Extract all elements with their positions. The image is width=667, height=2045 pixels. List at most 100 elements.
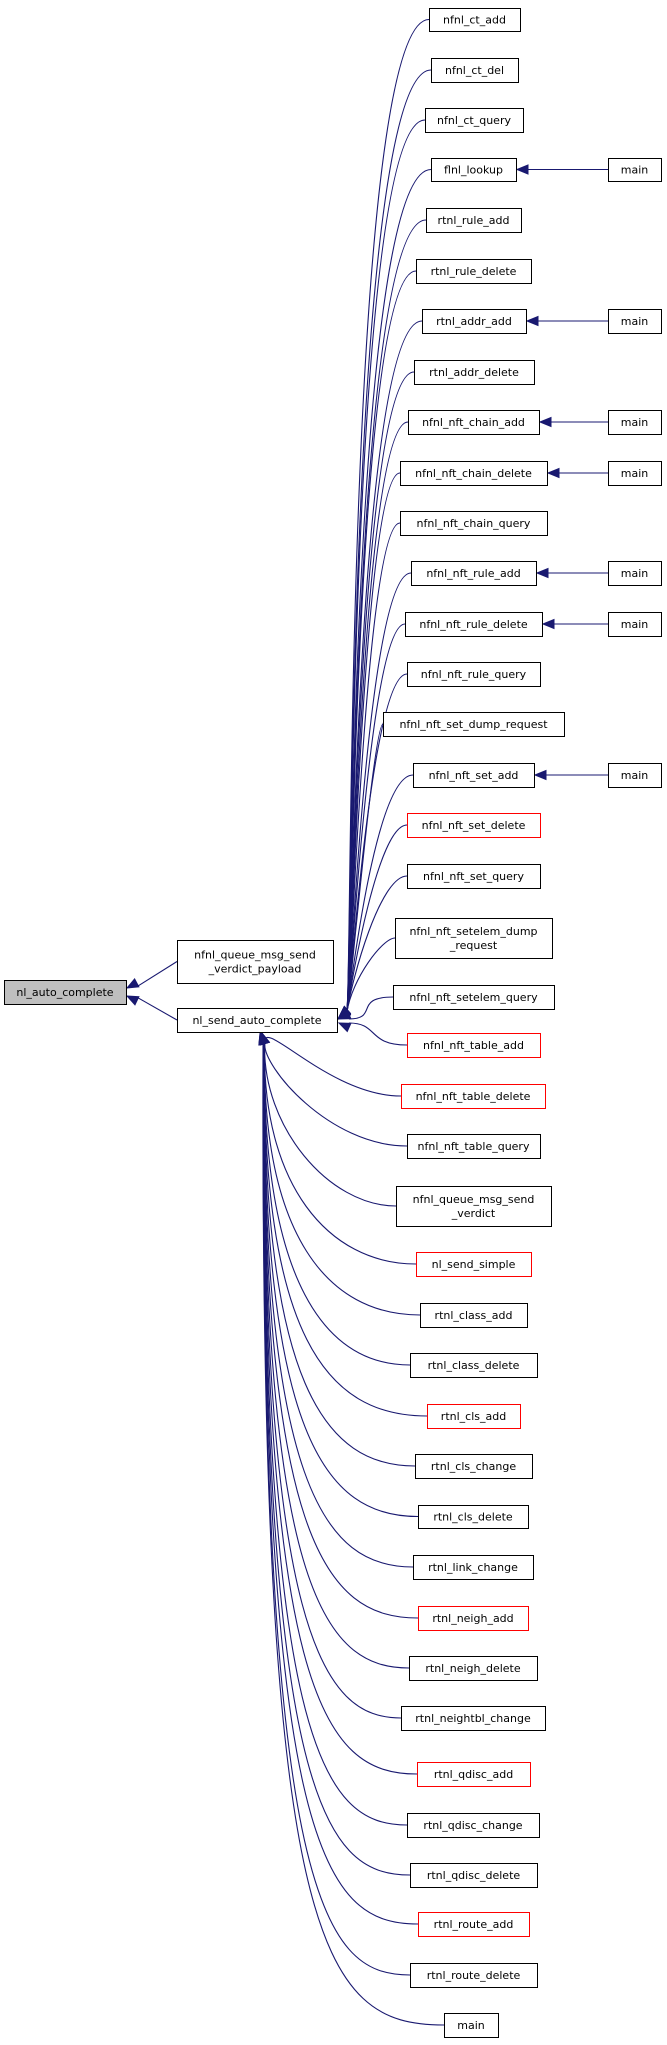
node-nfnl-ct-add[interactable]: nfnl_ct_add — [429, 8, 521, 32]
node-nfnl-nft-chain-query[interactable]: nfnl_nft_chain_query — [400, 511, 548, 536]
node-label: nfnl_nft_set_query — [423, 870, 524, 883]
node-main-flnl-lookup[interactable]: main — [608, 158, 662, 182]
node-nfnl-nft-rule-delete[interactable]: nfnl_nft_rule_delete — [405, 612, 543, 637]
arrowhead — [337, 1022, 352, 1033]
edge-line — [262, 1042, 418, 1775]
node-nfnl-nft-set-query[interactable]: nfnl_nft_set_query — [407, 864, 541, 889]
edge-line — [264, 1042, 397, 1207]
node-rtnl-rule-add[interactable]: rtnl_rule_add — [426, 208, 522, 233]
node-box — [407, 1813, 540, 1838]
node-main-bottom[interactable]: main — [444, 2013, 499, 2038]
node-rtnl-addr-add[interactable]: rtnl_addr_add — [422, 309, 527, 334]
edge-main-flnl-lookup-to-flnl-lookup — [515, 164, 608, 175]
node-label: rtnl_route_delete — [427, 1969, 521, 1982]
node-main-nfnl-nft-chain-delete[interactable]: main — [608, 461, 662, 486]
node-rtnl-route-add[interactable]: rtnl_route_add — [418, 1912, 530, 1937]
edge-main-nfnl-nft-rule-add-to-nfnl-nft-rule-add — [535, 567, 608, 579]
arrowhead — [125, 995, 140, 1006]
node-label: nfnl_nft_set_delete — [422, 819, 526, 832]
node-box — [416, 1252, 532, 1277]
node-nfnl-ct-query[interactable]: nfnl_ct_query — [425, 108, 524, 133]
node-label: nfnl_nft_table_add — [423, 1039, 524, 1052]
edge-nl-send-auto-complete-to-nl-auto-complete — [125, 995, 178, 1021]
node-label: rtnl_cls_delete — [433, 1511, 513, 1524]
node-nl-send-auto-complete[interactable]: nl_send_auto_complete — [177, 1008, 338, 1033]
node-main-rtnl-addr-add[interactable]: main — [608, 309, 662, 334]
node-main-nfnl-nft-chain-add[interactable]: main — [608, 410, 662, 435]
node-box — [415, 1454, 533, 1479]
edge-line — [263, 1042, 410, 1669]
node-rtnl-class-add[interactable]: rtnl_class_add — [420, 1303, 528, 1328]
node-nfnl-queue-msg-send-verdict-payload[interactable]: nfnl_queue_msg_send_verdict_payload — [177, 940, 334, 984]
node-nfnl-nft-set-dump-request[interactable]: nfnl_nft_set_dump_request — [383, 712, 565, 737]
node-nfnl-nft-set-add[interactable]: nfnl_nft_set_add — [413, 763, 535, 788]
node-box — [177, 1008, 338, 1033]
node-box — [431, 158, 517, 182]
node-main-nfnl-nft-set-add[interactable]: main — [608, 763, 662, 788]
node-box — [608, 410, 662, 435]
node-nfnl-nft-rule-query[interactable]: nfnl_nft_rule_query — [407, 662, 541, 687]
node-label: nfnl_nft_chain_delete — [415, 467, 532, 480]
node-rtnl-cls-add[interactable]: rtnl_cls_add — [427, 1404, 521, 1429]
node-rtnl-addr-delete[interactable]: rtnl_addr_delete — [414, 360, 535, 385]
node-box — [405, 612, 543, 637]
node-label: rtnl_rule_delete — [431, 265, 517, 278]
node-rtnl-route-delete[interactable]: rtnl_route_delete — [410, 1963, 538, 1988]
edge-rtnl-rule-delete-to-nl-send-auto-complete — [338, 270, 417, 1019]
node-box — [407, 1033, 541, 1058]
node-box — [395, 918, 553, 959]
node-nfnl-nft-table-add[interactable]: nfnl_nft_table_add — [407, 1033, 541, 1058]
node-nfnl-ct-del[interactable]: nfnl_ct_del — [431, 58, 519, 83]
edge-line — [346, 937, 396, 1012]
node-nl-send-simple[interactable]: nl_send_simple — [416, 1252, 532, 1277]
node-label: nfnl_queue_msg_send — [194, 949, 316, 962]
node-nfnl-nft-table-query[interactable]: nfnl_nft_table_query — [407, 1134, 541, 1159]
node-label: rtnl_class_add — [435, 1309, 513, 1322]
node-main-nfnl-nft-rule-add[interactable]: main — [608, 561, 662, 586]
edge-line — [263, 1042, 421, 1316]
edge-main-rtnl-addr-add-to-rtnl-addr-add — [525, 315, 608, 327]
node-label: rtnl_class_delete — [428, 1359, 520, 1372]
edge-rtnl-route-delete-to-nl-send-auto-complete — [258, 1031, 411, 1976]
node-box — [418, 1606, 529, 1631]
node-box — [410, 1353, 538, 1378]
node-box — [425, 108, 524, 133]
node-box — [383, 712, 565, 737]
node-box — [608, 158, 662, 182]
node-main-nfnl-nft-rule-delete[interactable]: main — [608, 612, 662, 637]
edge-line — [263, 1042, 414, 1568]
node-nfnl-nft-chain-delete[interactable]: nfnl_nft_chain_delete — [400, 461, 548, 486]
node-box — [416, 259, 532, 284]
node-nfnl-queue-msg-send-verdict[interactable]: nfnl_queue_msg_send_verdict — [396, 1186, 552, 1227]
node-label: rtnl_neigh_add — [432, 1612, 513, 1625]
node-nfnl-nft-rule-add[interactable]: nfnl_nft_rule_add — [411, 561, 537, 586]
node-nfnl-nft-setelem-dump-request[interactable]: nfnl_nft_setelem_dump_request — [395, 918, 553, 959]
node-rtnl-qdisc-add[interactable]: rtnl_qdisc_add — [417, 1762, 531, 1787]
edge-line — [263, 1042, 428, 1417]
node-rtnl-cls-delete[interactable]: rtnl_cls_delete — [418, 1505, 529, 1529]
node-nl-auto-complete[interactable]: nl_auto_complete — [4, 980, 127, 1005]
edge-rtnl-link-change-to-nl-send-auto-complete — [259, 1031, 414, 1568]
edge-nl-send-simple-to-nl-send-auto-complete — [259, 1031, 417, 1265]
edge-line — [346, 875, 408, 1012]
node-rtnl-link-change[interactable]: rtnl_link_change — [413, 1555, 534, 1580]
node-nfnl-nft-setelem-query[interactable]: nfnl_nft_setelem_query — [393, 985, 555, 1010]
node-label: nfnl_nft_rule_add — [426, 567, 520, 580]
node-rtnl-class-delete[interactable]: rtnl_class_delete — [410, 1353, 538, 1378]
node-box — [400, 511, 548, 536]
node-rtnl-qdisc-delete[interactable]: rtnl_qdisc_delete — [410, 1863, 538, 1888]
node-rtnl-cls-change[interactable]: rtnl_cls_change — [415, 1454, 533, 1479]
node-rtnl-qdisc-change[interactable]: rtnl_qdisc_change — [407, 1813, 540, 1838]
node-nfnl-nft-table-delete[interactable]: nfnl_nft_table_delete — [401, 1084, 546, 1109]
node-rtnl-rule-delete[interactable]: rtnl_rule_delete — [416, 259, 532, 284]
node-label: nfnl_nft_chain_query — [417, 517, 531, 530]
node-rtnl-neigh-delete[interactable]: rtnl_neigh_delete — [409, 1656, 538, 1681]
node-nfnl-nft-set-delete[interactable]: nfnl_nft_set_delete — [407, 813, 541, 838]
node-rtnl-neigh-add[interactable]: rtnl_neigh_add — [418, 1606, 529, 1631]
node-label: nfnl_nft_table_delete — [416, 1090, 531, 1103]
node-label: nfnl_nft_set_add — [429, 769, 519, 782]
node-rtnl-neightbl-change[interactable]: rtnl_neightbl_change — [401, 1706, 546, 1731]
node-nfnl-nft-chain-add[interactable]: nfnl_nft_chain_add — [408, 410, 540, 435]
arrowhead — [258, 1031, 269, 1046]
node-flnl-lookup[interactable]: flnl_lookup — [431, 158, 517, 182]
